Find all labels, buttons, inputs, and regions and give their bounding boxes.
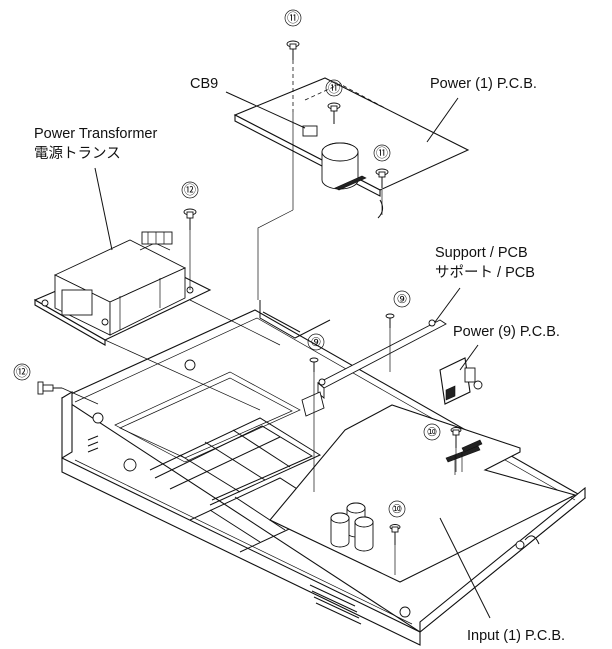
- screw-11-right: [375, 168, 389, 188]
- screw-10-upper: [450, 427, 462, 448]
- support-bar: [317, 319, 447, 389]
- svg-text:⑨: ⑨: [397, 292, 408, 306]
- callout-11-right: ⑪: [373, 144, 391, 162]
- power9-pcb: [439, 357, 483, 405]
- chassis-screw-hole: [92, 412, 104, 424]
- leader-lines: [94, 91, 491, 619]
- input1-pcb: [269, 404, 577, 583]
- svg-text:⑩: ⑩: [392, 502, 403, 516]
- callout-12-transformer: ⑫: [181, 181, 199, 199]
- screw-11-middle: [327, 102, 341, 124]
- label-input1-pcb: Input (1) P.C.B.: [467, 628, 565, 644]
- callout-numbers: ⑪ ⑪ ⑪ ⑫ ⑫ ⑨ ⑨ ⑩: [13, 9, 441, 518]
- svg-text:⑩: ⑩: [427, 425, 438, 439]
- transformer-winding: [61, 289, 93, 316]
- chassis-screw-hole: [184, 359, 196, 371]
- label-cb9: CB9: [190, 76, 218, 92]
- svg-text:⑨: ⑨: [311, 335, 322, 349]
- label-support-pcb-jp: サポート / PCB: [435, 264, 535, 281]
- screw-10-lower: [389, 524, 401, 545]
- callout-9-right: ⑨: [393, 290, 411, 308]
- chassis-screw-hole: [399, 606, 411, 618]
- screw-9-right: [385, 313, 395, 328]
- label-power-transformer-en: Power Transformer: [34, 126, 157, 142]
- callout-11-middle: ⑪: [325, 79, 343, 97]
- callout-12-side: ⑫: [13, 363, 31, 381]
- callout-10-lower: ⑩: [388, 500, 406, 518]
- screw-9-left: [309, 357, 319, 372]
- svg-text:⑪: ⑪: [376, 146, 388, 160]
- label-support-pcb-en: Support / PCB: [435, 245, 528, 261]
- label-power9-pcb: Power (9) P.C.B.: [453, 324, 560, 340]
- assembly-guide-lines: [61, 60, 457, 575]
- cb9-connector: [302, 125, 318, 137]
- svg-text:⑪: ⑪: [328, 81, 340, 95]
- screw-12-side: [37, 381, 62, 395]
- screws: [37, 40, 462, 545]
- vent-slots: [87, 435, 362, 625]
- svg-text:⑫: ⑫: [184, 183, 196, 197]
- chassis-screw-hole: [515, 540, 525, 550]
- callout-9-left: ⑨: [307, 333, 325, 351]
- label-power-transformer-jp: 電源トランス: [34, 145, 121, 162]
- power1-pcb: [233, 77, 470, 219]
- svg-text:⑪: ⑪: [287, 11, 299, 25]
- screw-12-transformer: [183, 208, 197, 230]
- callout-10-upper: ⑩: [423, 423, 441, 441]
- label-power1-pcb: Power (1) P.C.B.: [430, 76, 537, 92]
- support-pcb: [301, 319, 447, 417]
- chassis-screw-hole: [123, 458, 137, 472]
- text-labels: CB9 Power (1) P.C.B. Power Transformer 電…: [34, 76, 565, 644]
- svg-text:⑫: ⑫: [16, 365, 28, 379]
- screw-11-top: [286, 40, 300, 60]
- chassis-left-wall: [61, 391, 73, 459]
- callout-11-top: ⑪: [284, 9, 302, 27]
- power-transformer: [33, 231, 212, 346]
